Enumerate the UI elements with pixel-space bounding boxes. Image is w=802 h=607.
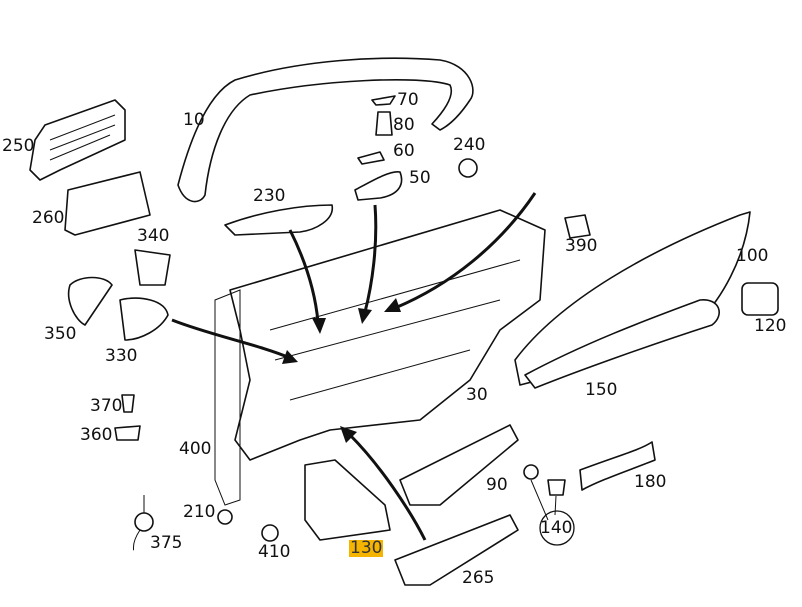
part-360-clip[interactable] bbox=[114, 425, 141, 441]
part-350-seal[interactable] bbox=[67, 276, 113, 326]
part-410-grommet[interactable] bbox=[261, 524, 279, 542]
label-350: 350 bbox=[44, 324, 77, 344]
part-400-frame[interactable] bbox=[214, 289, 241, 506]
part-80-fastener[interactable] bbox=[375, 111, 393, 136]
part-180-rail[interactable] bbox=[579, 441, 656, 491]
label-150: 150 bbox=[585, 380, 618, 400]
label-265: 265 bbox=[462, 568, 495, 588]
label-375: 375 bbox=[150, 533, 183, 553]
part-130-lower-trim[interactable] bbox=[304, 459, 391, 541]
part-60-pin[interactable] bbox=[357, 151, 385, 165]
label-330: 330 bbox=[105, 346, 138, 366]
part-370-screw[interactable] bbox=[121, 394, 135, 413]
label-180: 180 bbox=[634, 472, 667, 492]
label-30: 30 bbox=[466, 385, 488, 405]
part-230-trim[interactable] bbox=[224, 204, 333, 236]
label-400: 400 bbox=[179, 439, 212, 459]
label-120: 120 bbox=[754, 316, 787, 336]
label-370: 370 bbox=[90, 396, 123, 416]
part-260-cover[interactable] bbox=[64, 171, 151, 236]
part-240-grommet[interactable] bbox=[458, 158, 478, 178]
part-265-pocket[interactable] bbox=[394, 514, 519, 586]
part-90-pocket[interactable] bbox=[399, 424, 519, 506]
part-120-airbag-badge[interactable] bbox=[741, 282, 779, 316]
label-240: 240 bbox=[453, 135, 486, 155]
part-50-handle[interactable] bbox=[354, 171, 403, 201]
label-130-highlighted[interactable]: 130 bbox=[349, 538, 384, 558]
part-140-washer[interactable] bbox=[523, 464, 539, 480]
label-340: 340 bbox=[137, 226, 170, 246]
label-230: 230 bbox=[253, 186, 286, 206]
label-100: 100 bbox=[736, 246, 769, 266]
label-250: 250 bbox=[2, 136, 35, 156]
label-210: 210 bbox=[183, 502, 216, 522]
label-410: 410 bbox=[258, 542, 291, 562]
part-340-bracket[interactable] bbox=[134, 249, 171, 286]
label-10: 10 bbox=[183, 110, 205, 130]
label-50: 50 bbox=[409, 168, 431, 188]
label-70: 70 bbox=[397, 90, 419, 110]
label-90: 90 bbox=[486, 475, 508, 495]
part-10-window-strip[interactable] bbox=[177, 57, 474, 203]
part-140-bolt[interactable] bbox=[547, 479, 566, 496]
label-80: 80 bbox=[393, 115, 415, 135]
label-260: 260 bbox=[32, 208, 65, 228]
part-330-cover[interactable] bbox=[119, 297, 169, 341]
label-60: 60 bbox=[393, 141, 415, 161]
part-390-clip[interactable] bbox=[564, 214, 591, 239]
label-360: 360 bbox=[80, 425, 113, 445]
label-390: 390 bbox=[565, 236, 598, 256]
part-150-armrest[interactable] bbox=[524, 299, 720, 389]
part-210-nut[interactable] bbox=[217, 509, 233, 525]
label-140: 140 bbox=[540, 518, 573, 538]
part-70-clip[interactable] bbox=[371, 95, 396, 106]
assembly-arrows bbox=[171, 192, 537, 541]
